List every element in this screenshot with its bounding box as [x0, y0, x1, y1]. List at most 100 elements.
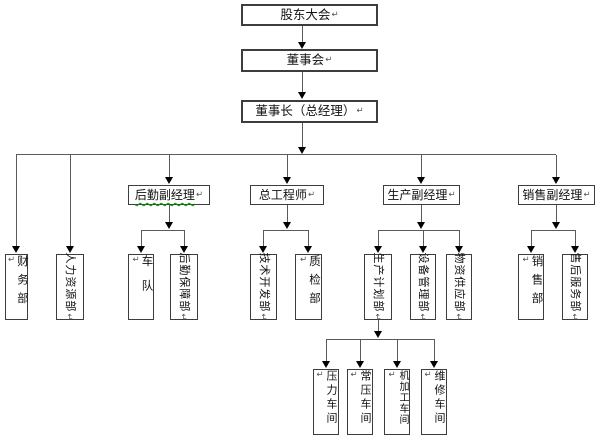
paragraph-mark: ↵ — [521, 255, 531, 272]
paragraph-mark: ↵ — [315, 370, 325, 383]
connector-arrowhead — [430, 361, 438, 368]
connector-arrowhead — [393, 361, 401, 368]
node-maintenance-workshop: 维修车间↵ — [421, 369, 447, 435]
node-label: 后勤副经理 — [134, 188, 195, 202]
node-label: 售后服务部 — [568, 252, 582, 313]
connector-arrowhead — [356, 361, 364, 368]
connector-line — [326, 339, 434, 340]
node-label: 物资供应部 — [452, 252, 466, 313]
node-label: 机加工车间 — [397, 370, 408, 425]
node-logistics-deputy-manager: 后勤副经理↵ — [128, 185, 210, 205]
connector-line — [421, 155, 422, 178]
connector-line — [302, 72, 303, 93]
node-logistics-support-dept: 后勤保障部↵ — [170, 252, 198, 322]
node-human-resources-dept: 人力资源部↵ — [56, 252, 84, 322]
paragraph-mark: ↵ — [423, 370, 433, 383]
connector-line — [378, 230, 379, 247]
connector-arrowhead — [180, 246, 188, 253]
connector-line — [184, 230, 185, 247]
connector-arrowhead — [552, 222, 560, 229]
paragraph-mark: ↵ — [583, 189, 591, 200]
connector-line — [556, 155, 557, 178]
connector-line — [141, 230, 142, 247]
paragraph-mark: ↵ — [257, 313, 268, 322]
connector-line — [421, 205, 422, 223]
connector-line — [302, 26, 303, 43]
connector-line — [531, 230, 575, 231]
connector-line — [263, 230, 308, 231]
connector-line — [16, 155, 17, 247]
connector-line — [302, 123, 303, 148]
paragraph-mark: ↵ — [195, 189, 204, 200]
node-label: 设备管理部 — [416, 252, 430, 313]
connector-arrowhead — [298, 42, 306, 49]
node-label: 董事会 — [286, 52, 325, 68]
paragraph-mark: ↵ — [331, 9, 339, 20]
node-quality-inspection-dept: 质检部↵ — [295, 254, 322, 320]
connector-line — [360, 339, 361, 361]
node-label: 董事长（总经理） — [255, 103, 356, 119]
connector-arrowhead — [283, 222, 291, 229]
node-pressure-workshop: 压力车间↵ — [313, 369, 339, 435]
node-sales-dept: 销售部↵ — [518, 254, 545, 320]
node-chairman-general-manager: 董事长（总经理）↵ — [241, 100, 378, 123]
node-label: 生产副经理 — [387, 188, 448, 202]
connector-line — [378, 230, 459, 231]
node-shareholders-meeting: 股东大会↵ — [241, 4, 378, 26]
connector-line — [531, 230, 532, 247]
paragraph-mark: ↵ — [568, 313, 579, 322]
node-label: 维修车间 — [433, 370, 446, 426]
node-finance-dept: 财务部↵ — [5, 254, 30, 320]
connector-arrowhead — [259, 246, 267, 253]
node-equipment-management-dept: 设备管理部↵ — [410, 252, 436, 322]
paragraph-mark: ↵ — [448, 189, 456, 200]
connector-line — [287, 155, 288, 178]
node-production-planning-dept: 生产计划部↵ — [364, 252, 392, 322]
node-materials-supply-dept: 物资供应部↵ — [446, 252, 472, 322]
paragraph-mark: ↵ — [387, 370, 397, 381]
node-label: 车队 — [140, 255, 155, 304]
connector-line — [459, 230, 460, 247]
node-atmospheric-workshop: 常压车间↵ — [347, 369, 373, 435]
connector-line — [287, 205, 288, 223]
connector-arrowhead — [165, 177, 173, 184]
node-label: 技术开发部 — [257, 252, 271, 313]
connector-line — [169, 155, 170, 178]
node-label: 人力资源部 — [63, 252, 77, 313]
connector-line — [556, 205, 557, 223]
connector-line — [263, 230, 264, 247]
connector-arrowhead — [298, 92, 306, 99]
paragraph-mark: ↵ — [131, 255, 141, 278]
paragraph-mark: ↵ — [298, 255, 309, 272]
connector-line — [423, 230, 424, 247]
node-board-of-directors: 董事会↵ — [241, 49, 378, 72]
paragraph-mark: ↵ — [6, 255, 17, 272]
connector-arrowhead — [374, 246, 382, 253]
connector-line — [575, 230, 576, 247]
connector-line — [141, 230, 184, 231]
connector-arrowhead — [417, 222, 425, 229]
connector-arrowhead — [66, 246, 74, 253]
node-chief-engineer: 总工程师↵ — [250, 185, 324, 205]
node-vehicle-fleet: 车队↵ — [128, 254, 155, 320]
paragraph-mark: ↵ — [371, 313, 382, 322]
paragraph-mark: ↵ — [177, 313, 188, 322]
node-label: 质检部 — [308, 255, 322, 311]
node-label: 销售副经理 — [522, 188, 583, 202]
connector-line — [308, 230, 309, 247]
connector-arrowhead — [12, 246, 20, 253]
connector-line — [169, 205, 170, 223]
node-label: 总工程师 — [258, 188, 307, 202]
connector-line — [326, 339, 327, 361]
node-label: 销售部 — [530, 255, 545, 311]
connector-arrowhead — [527, 246, 535, 253]
connector-arrowhead — [322, 361, 330, 368]
node-label: 财务部 — [16, 255, 30, 311]
node-label: 压力车间 — [325, 370, 338, 426]
paragraph-mark: ↵ — [452, 313, 463, 322]
connector-arrowhead — [417, 177, 425, 184]
node-label: 股东大会 — [280, 6, 331, 22]
connector-arrowhead — [165, 222, 173, 229]
connector-arrowhead — [374, 331, 382, 338]
